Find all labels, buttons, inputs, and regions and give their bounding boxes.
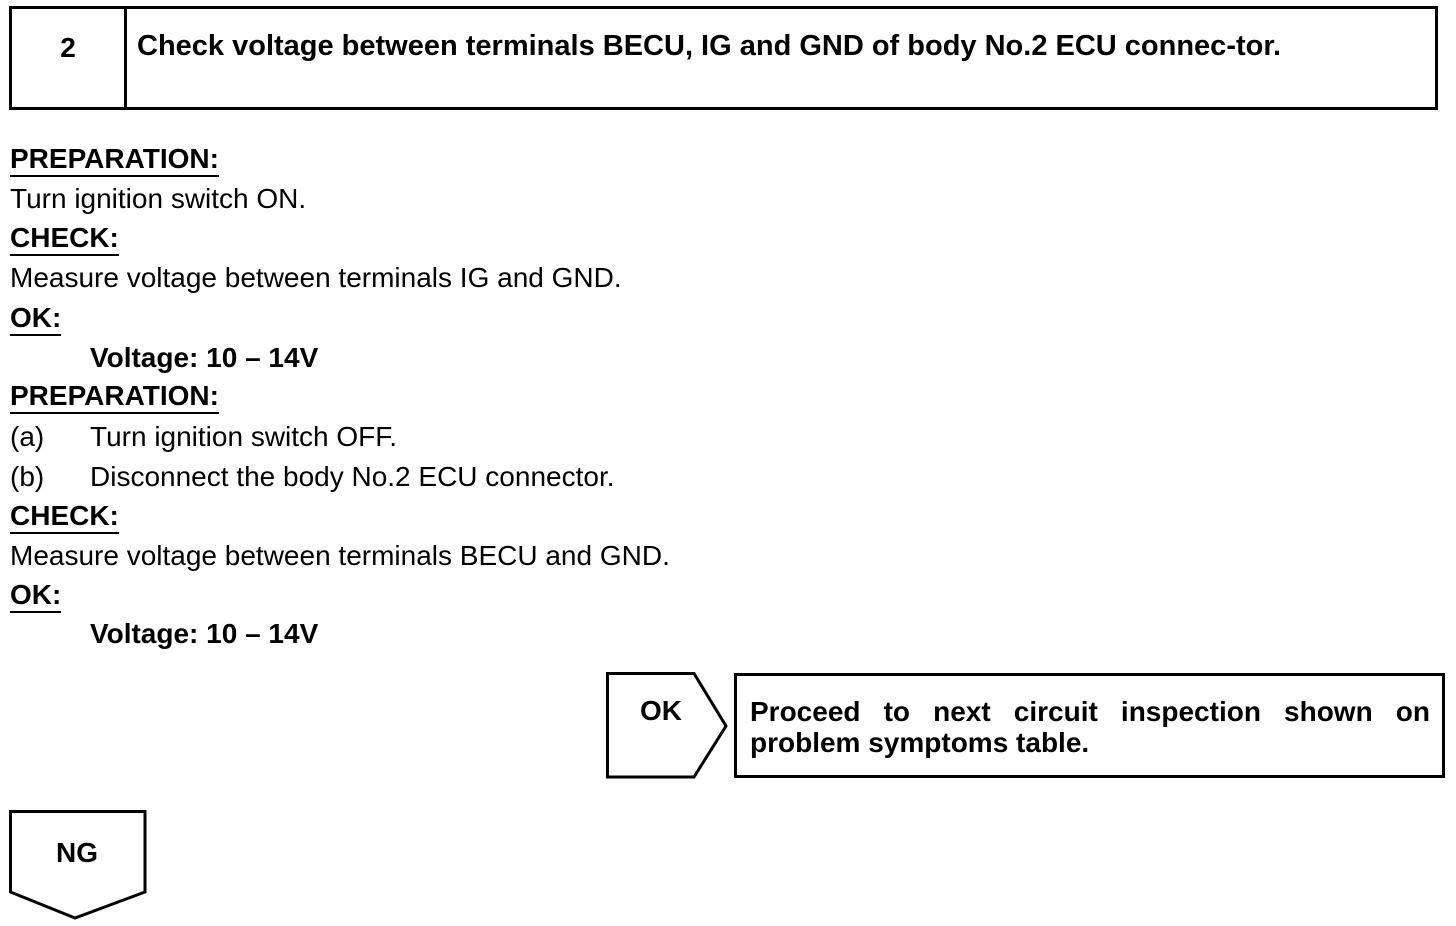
preparation-item-a: (a) Turn ignition switch OFF. (10, 420, 397, 454)
preparation-heading-label: PREPARATION: (10, 380, 219, 414)
ok-result-text: Proceed to next circuit inspection shown… (750, 696, 1430, 758)
ok-heading-label: OK: (10, 302, 62, 336)
item-label: (a) (10, 421, 45, 452)
preparation-text-1: Turn ignition switch ON. (10, 183, 307, 214)
item-label: (b) (10, 461, 45, 492)
check-heading-1: CHECK: (10, 221, 119, 256)
step-number: 2 (12, 9, 127, 107)
ok-value-1: Voltage: 10 – 14V (90, 342, 319, 373)
ok-value-2: Voltage: 10 – 14V (90, 618, 319, 649)
ok-result-box: Proceed to next circuit inspection shown… (734, 673, 1445, 778)
ok-heading-2: OK: (10, 578, 62, 613)
check-text-2: Measure voltage between terminals BECU a… (10, 540, 670, 571)
step-title: Check voltage between terminals BECU, IG… (137, 30, 1282, 62)
check-heading-label: CHECK: (10, 222, 119, 256)
ok-arrow-shape (606, 672, 728, 779)
ng-arrow-shape (9, 810, 147, 920)
ok-heading-1: OK: (10, 301, 62, 336)
preparation-heading-label: PREPARATION: (10, 143, 219, 177)
item-text: Disconnect the body No.2 ECU connector. (90, 461, 615, 492)
ok-heading-label: OK: (10, 579, 62, 613)
preparation-item-b: (b) Disconnect the body No.2 ECU connecto… (10, 460, 615, 494)
item-text: Turn ignition switch OFF. (90, 421, 398, 452)
ok-flow-label: OK (640, 695, 682, 726)
check-text-1: Measure voltage between terminals IG and… (10, 262, 622, 293)
check-heading-label: CHECK: (10, 500, 119, 534)
ng-flow-label: NG (56, 837, 98, 868)
check-heading-2: CHECK: (10, 499, 119, 534)
preparation-heading-1: PREPARATION: (10, 142, 219, 177)
preparation-heading-2: PREPARATION: (10, 379, 219, 414)
step-header: 2 Check voltage between terminals BECU, … (9, 6, 1438, 110)
